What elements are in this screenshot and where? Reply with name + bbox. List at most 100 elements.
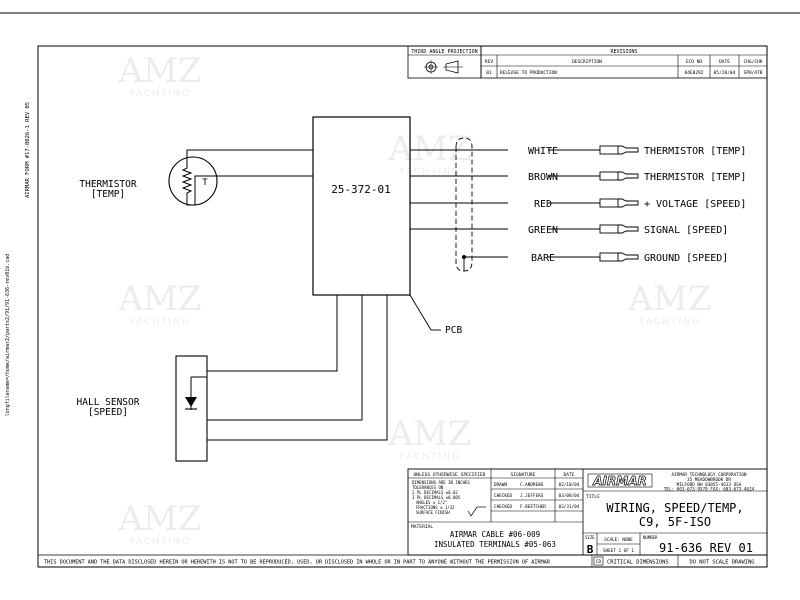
watermark: AMZ YACHTING [118,499,202,547]
scale-text: SCALE: NONE [604,537,633,543]
drawing-number: 91-636 REV 01 [659,541,753,555]
pcb-part-number: 25-372-01 [331,183,391,196]
thermistor-t-glyph: T [202,178,208,188]
tolerance-line: 2 PL DECIMALS ±0.02 [412,490,458,495]
company-line: AIRMAR TECHNOLOGY CORPORATION [671,472,746,478]
watermarks: AMZ YACHTING AMZ YACHTING AMZ YACHTING A… [118,51,712,547]
third-angle-symbol-icon [424,60,463,74]
rev-header: REV [485,59,493,65]
revisions-title: REVISIONS [610,49,637,55]
tolerance-line: ANGLES ± 1/2° [416,500,447,505]
thermistor: THERMISTOR [TEMP] T [79,149,313,206]
unless-specified-text: UNLESS OTHERWISE SPECIFIED [414,472,486,478]
terminal-connector-icon [599,171,639,181]
rev-cell: 01 [486,70,492,76]
wire-bare: BARE GROUND [SPEED] [464,252,728,264]
eco-cell: 04E0292 [685,70,704,76]
filename-text: longfilename=/home/airmar2/parts2/91/91-… [5,254,11,417]
revisions-table: REVISIONS REV DESCRIPTION ECO NO DATE CH… [480,45,768,79]
watermark-brand: AMZ [118,279,202,319]
wire-color-label: BARE [531,253,555,264]
description-header: DESCRIPTION [572,59,602,65]
size-label: SIZE [585,535,595,540]
sheet-text: SHEET 1 OF 1 [603,548,634,554]
drawing-title-line: C9, 5F-ISO [639,515,711,529]
do-not-scale-text: DO NOT SCALE DRAWING [690,560,755,566]
critical-dimensions-text: CRITICAL DIMENSIONS [607,560,669,566]
watermark-sub: YACHTING [128,89,191,99]
tolerance-line: FRACTIONS ± 1/32 [416,505,455,510]
size-value: B [587,543,594,556]
wire-brown: BROWN THERMISTOR [TEMP] [410,171,746,183]
signature-role: DRAWN [494,482,507,488]
drawing-border [37,45,768,568]
wire-destination-label: SIGNAL [SPEED] [644,225,728,236]
terminal-connector-icon [599,145,639,155]
wire-destination-label: + VOLTAGE [SPEED] [644,199,746,210]
hall-sensor-box [175,355,208,462]
watermark: AMZ YACHTING [118,51,202,99]
watermark-brand: AMZ [628,279,712,319]
projection-label: THIRD ANGLE PROJECTION [411,49,477,55]
surface-finish-symbol-icon [467,506,486,517]
material-line: AIRMAR CABLE #06-009 [450,530,540,539]
date-header: DATE [563,472,574,478]
watermark: AMZ YACHTING [388,414,472,462]
company-line: MILFORD NH 03055-4613 USA [677,482,742,488]
wire-color-label: GREEN [528,225,558,236]
title-label: TITLE [586,494,600,500]
watermark-sub: YACHTING [638,317,701,327]
title-block: UNLESS OTHERWISE SPECIFIED SIGNATURE DAT… [407,468,768,567]
signature-name: F.BEETCHER [520,504,546,510]
cd-box-text: CD [596,559,602,565]
wire-green: GREEN SIGNAL [SPEED] [410,224,728,236]
cd-box [593,556,604,566]
hall-diode-icon [185,376,207,410]
company-line: 35 MEADOWBROOK DR [687,477,731,483]
form-number-text: AIRMAR FORM #17-8026-1 REV 05 [25,102,31,198]
thermistor-symbol-icon: T [168,156,218,206]
signature-role: CHECKED [494,493,513,499]
watermark: AMZ YACHTING [118,279,202,327]
material-line: INSULATED TERMINALS #05-063 [434,540,556,549]
wire-color-label: RED [534,199,552,210]
tolerance-line: TOLERANCES ON [412,485,444,490]
wire-white: WHITE THERMISTOR [TEMP] [410,145,746,157]
wire-destination-label: GROUND [SPEED] [644,253,728,264]
watermark: AMZ YACHTING [388,129,472,177]
date-header: DATE [719,59,730,65]
airmar-logo-text: AIRMAR [592,474,646,488]
signature-date: 02/10/04 [559,482,580,488]
terminal-connector-icon [599,252,639,262]
signature-date: 03/31/04 [559,504,580,510]
signature-date: 03/08/04 [559,493,580,499]
signature-role: CHECKED [494,504,513,510]
wire-color-label: BROWN [528,172,558,183]
wires: WHITE THERMISTOR [TEMP] BROWN THERMISTOR… [410,145,746,264]
airmar-logo: AIRMAR [587,474,653,488]
wire-color-label: WHITE [528,146,558,157]
hall-sensor: HALL SENSOR [SPEED] [77,295,388,462]
thermistor-label: THERMISTOR [79,179,136,190]
signature-name: J.JEFFERS [520,493,544,499]
chgchk-cell: SPH/ATB [744,70,763,76]
wire-destination-label: THERMISTOR [TEMP] [644,172,746,183]
hall-sensor-label: HALL SENSOR [77,397,140,408]
watermark-brand: AMZ [118,51,202,91]
hall-sensor-sublabel: [SPEED] [88,407,128,418]
watermark-brand: AMZ [388,129,472,169]
thermistor-sublabel: [TEMP] [91,189,125,200]
terminal-connector-icon [599,198,639,208]
watermark: AMZ YACHTING [628,279,712,327]
signature-name: C.ANDREWS [520,482,544,488]
watermark-sub: YACHTING [398,167,461,177]
number-label: NUMBER [643,535,658,540]
watermark-brand: AMZ [118,499,202,539]
material-label: MATERIAL [411,524,433,530]
pcb-leader-line [409,294,432,331]
terminal-connector-icon [599,224,639,234]
watermark-sub: YACHTING [128,537,191,547]
tolerance-line: DIMENSIONS ARE IN INCHES [412,480,470,485]
description-cell: RELEASE TO PRODUCTION [500,70,557,76]
